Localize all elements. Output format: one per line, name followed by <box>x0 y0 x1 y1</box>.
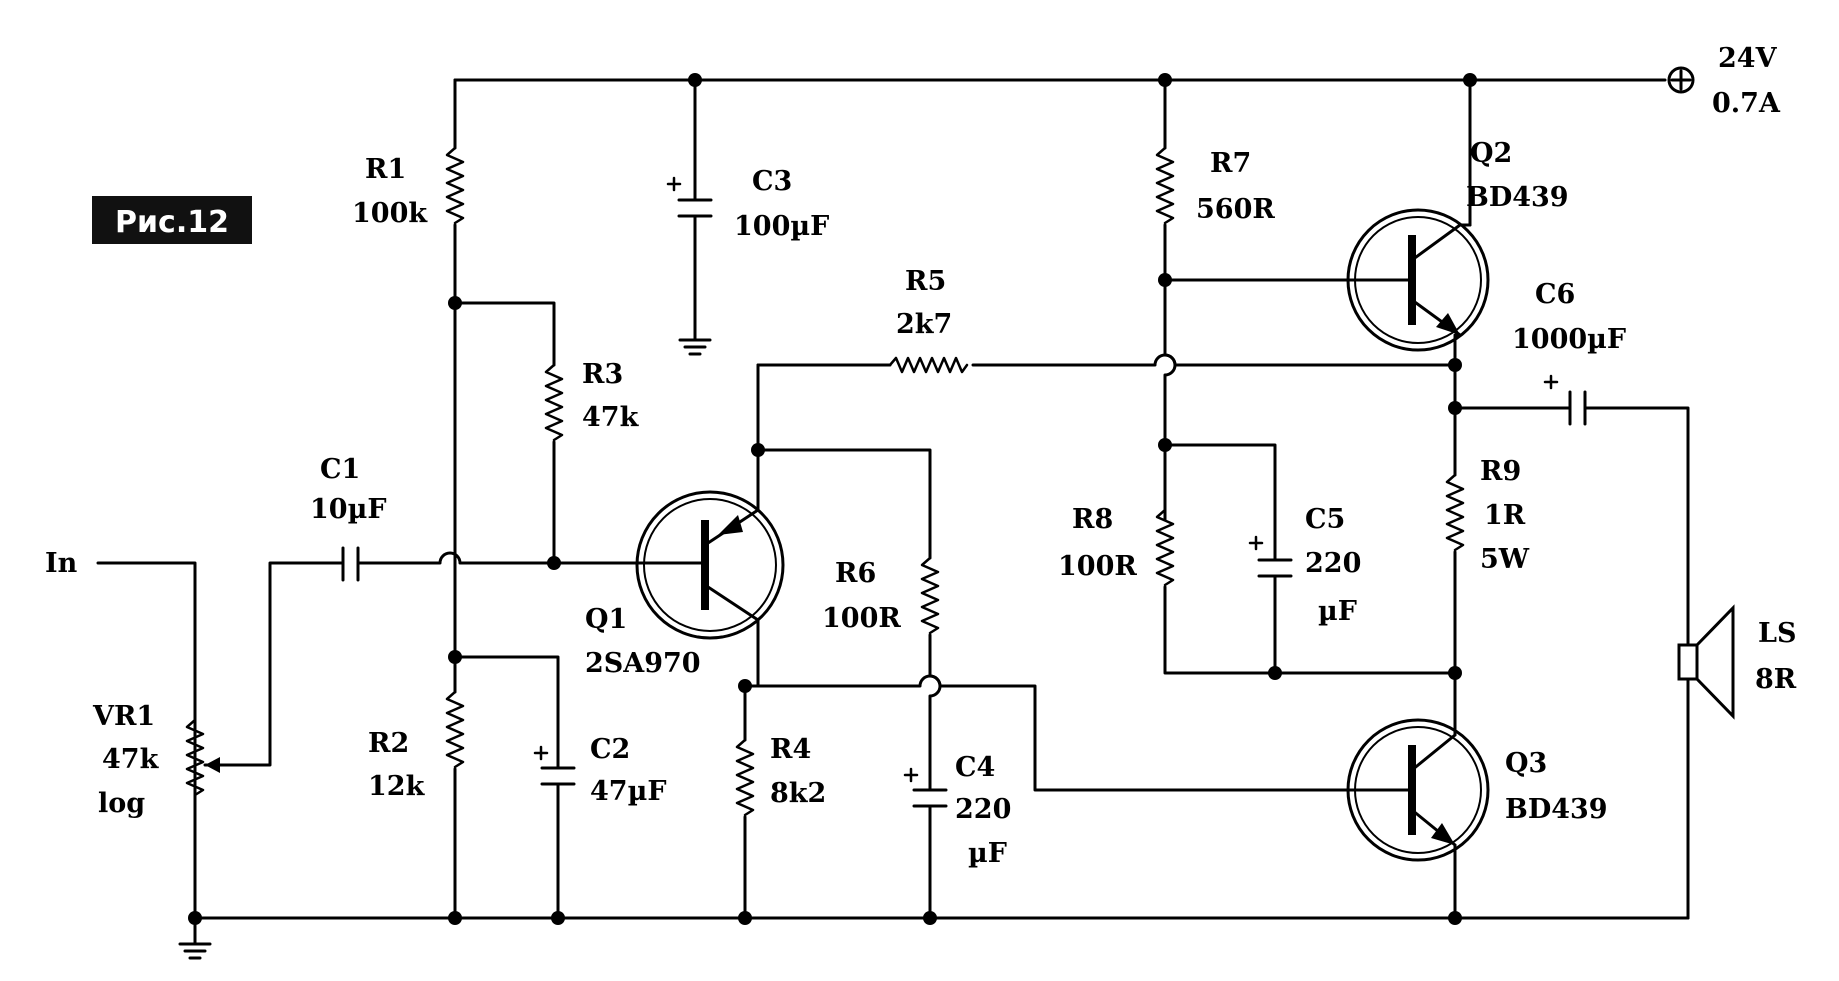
c2-top-wire <box>453 655 560 770</box>
r6-value: 100R <box>822 603 901 634</box>
q3-part: BD439 <box>1505 794 1608 825</box>
r8-value: 100R <box>1058 551 1137 582</box>
c3-capacitor <box>666 176 713 218</box>
r9-ref: R9 <box>1480 456 1521 487</box>
supply-voltage: 24V <box>1718 43 1778 74</box>
c1-value: 10µF <box>310 494 387 525</box>
c5-top-wire <box>1163 443 1277 562</box>
r2-resistor <box>445 690 465 769</box>
vr1-value: 47k <box>102 744 160 775</box>
r3-value: 47k <box>582 402 640 433</box>
r2-ref: R2 <box>368 728 409 759</box>
r5-right-wire <box>971 353 1457 367</box>
r9-rating: 5W <box>1480 544 1530 575</box>
r6-top-wire <box>756 448 932 560</box>
q2-part: BD439 <box>1466 182 1569 213</box>
r9-value: 1R <box>1484 500 1526 531</box>
c4-ref: C4 <box>955 752 995 783</box>
speaker-icon <box>1677 604 1735 720</box>
r5-resistor <box>888 356 969 374</box>
c2-capacitor <box>533 745 576 786</box>
ground-icon <box>178 916 212 960</box>
r8-bottom-wire <box>1163 585 1457 675</box>
c6-value: 1000µF <box>1512 324 1626 355</box>
r1-value: 100k <box>352 198 428 229</box>
r1-ref: R1 <box>365 154 406 185</box>
c4-value: 220 <box>955 794 1011 825</box>
c2-value: 47µF <box>590 776 667 807</box>
c5-ref: C5 <box>1305 504 1345 535</box>
supply-terminal-icon <box>1667 66 1695 94</box>
c1-capacitor <box>341 546 642 582</box>
c6-capacitor <box>1543 374 1587 426</box>
c6-ref: C6 <box>1535 279 1575 310</box>
r1-resistor <box>445 146 465 225</box>
r4-resistor <box>735 738 755 817</box>
r7-r8-wire <box>1163 223 1177 522</box>
ls-ref: LS <box>1758 618 1796 649</box>
r6-resistor <box>920 556 940 635</box>
r2-value: 12k <box>368 771 426 802</box>
input-wire <box>96 561 197 920</box>
r6-c4-wire <box>928 633 942 792</box>
input-label: In <box>45 548 78 579</box>
r5-value: 2k7 <box>896 309 952 340</box>
c3-ground-icon <box>678 338 712 356</box>
q3-transistor <box>1346 718 1490 862</box>
vr1-ref: VR1 <box>92 701 155 732</box>
c1-ref: C1 <box>320 454 360 485</box>
c3-value: 100µF <box>734 211 829 242</box>
vr1-potentiometer <box>185 561 345 797</box>
c5-value: 220 <box>1305 548 1361 579</box>
ground-rail <box>188 911 1690 925</box>
r4-ref: R4 <box>770 734 811 765</box>
c2-ref: C2 <box>590 734 630 765</box>
r5-ref: R5 <box>905 266 946 297</box>
q1-ref: Q1 <box>585 604 627 635</box>
c3-ref: C3 <box>752 166 792 197</box>
c5-unit: µF <box>1318 596 1357 627</box>
r6-ref: R6 <box>835 558 876 589</box>
c6-right-wire <box>1583 406 1690 647</box>
output-node-wire <box>1453 333 1462 477</box>
q3-ref: Q3 <box>1505 748 1547 779</box>
r3-resistor <box>544 363 564 442</box>
r8-ref: R8 <box>1072 504 1113 535</box>
q3-base-wire <box>743 674 1372 792</box>
q1-part: 2SA970 <box>585 648 701 679</box>
r7-ref: R7 <box>1210 148 1251 179</box>
r7-resistor <box>1155 146 1175 225</box>
r7-value: 560R <box>1196 194 1275 225</box>
supply-current: 0.7A <box>1712 88 1781 119</box>
r4-value: 8k2 <box>770 778 826 809</box>
r9-resistor <box>1445 473 1465 552</box>
figure-badge: Рис.12 <box>92 196 252 244</box>
r3-ref: R3 <box>582 359 623 390</box>
q1-collector-wire <box>743 618 760 688</box>
c5-capacitor <box>1248 535 1293 578</box>
figure-label: Рис.12 <box>115 205 229 240</box>
ls-value: 8R <box>1755 664 1797 695</box>
r3-top-wire <box>453 301 556 367</box>
q1-transistor <box>635 490 785 640</box>
q2-transistor <box>1346 208 1490 352</box>
vr1-taper: log <box>98 788 145 819</box>
c4-capacitor <box>903 767 948 808</box>
r8-resistor <box>1155 508 1175 587</box>
c4-unit: µF <box>968 838 1007 869</box>
q2-ref: Q2 <box>1470 138 1512 169</box>
supply-rail <box>453 73 1667 87</box>
